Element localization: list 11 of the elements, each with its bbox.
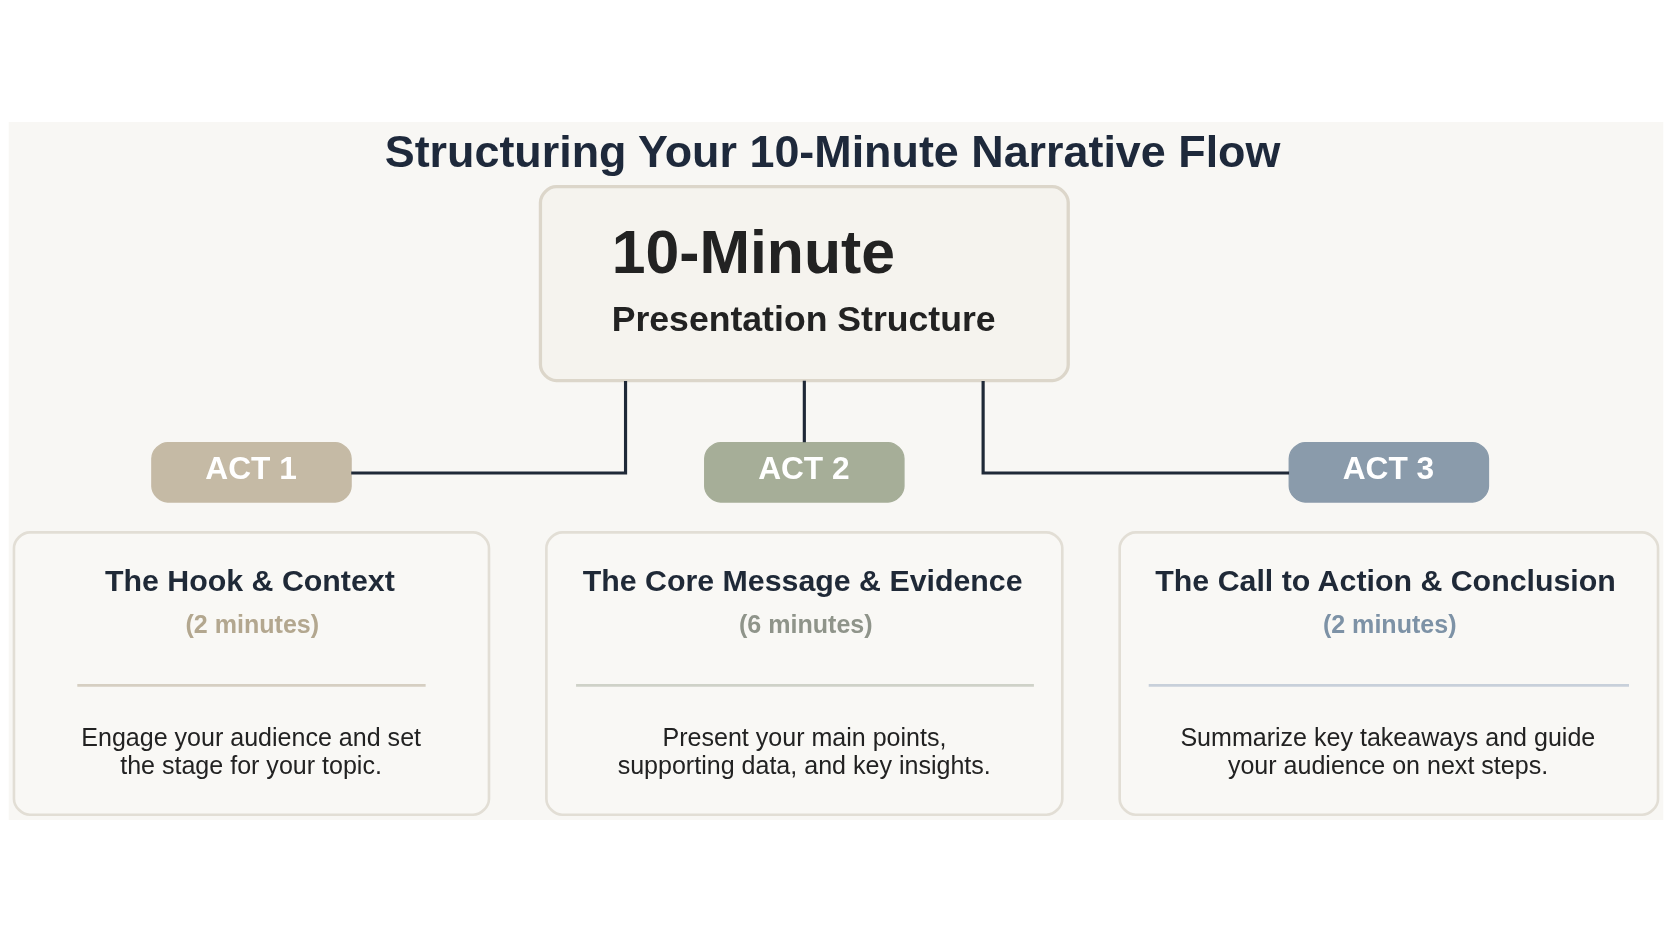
diagram-title: Structuring Your 10-Minute Narrative Flow — [384, 125, 1281, 177]
connector — [802, 380, 806, 442]
node-box: 10-Minute Presentation Structure — [538, 184, 1070, 382]
node-box: The Hook & Context (2 minutes) Engage your audience and set the stage for your topic. — [12, 530, 491, 816]
node-box: The Core Message & Evidence (6 minutes) Present your main points, supporting data, and key insights. — [545, 530, 1064, 816]
connector — [351, 380, 628, 475]
node-box: ACT 2 — [704, 441, 905, 503]
connector — [981, 380, 1290, 475]
node-box: The Call to Action & Conclusion (2 minutes) Summarize key takeaways and guide your audience on next steps. — [1118, 530, 1660, 816]
node-box: ACT 1 — [151, 441, 352, 503]
node-box: ACT 3 — [1288, 441, 1490, 503]
